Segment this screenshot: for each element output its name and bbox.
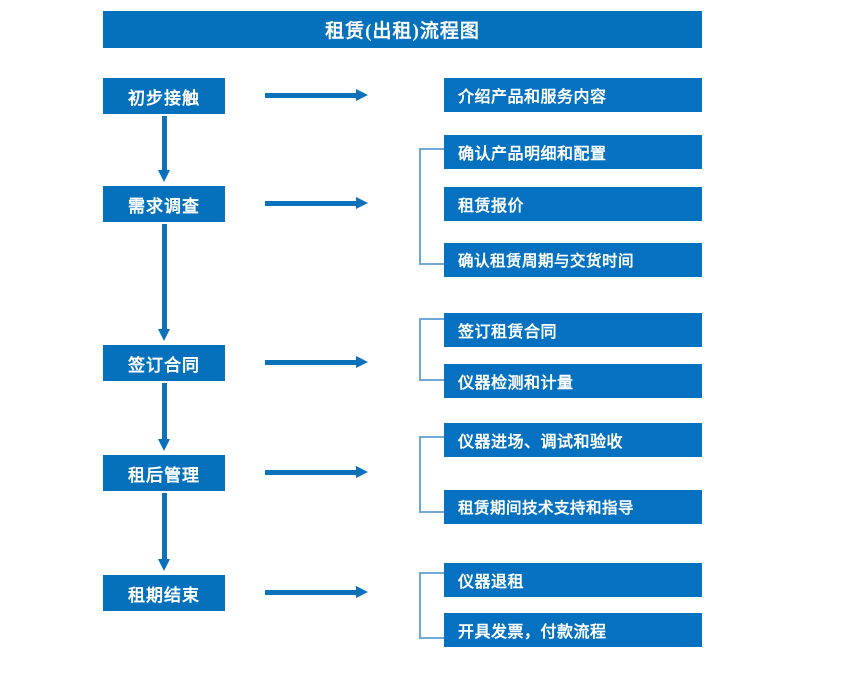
detail-box-instrument-entry-commissioning[interactable]: 仪器进场、调试和验收 [444,423,702,457]
group-bracket-needs-survey [419,148,444,265]
detail-box-invoice-payment[interactable]: 开具发票，付款流程 [444,613,702,647]
stage-box-needs-survey[interactable]: 需求调查 [103,186,225,222]
stage-box-initial-contact[interactable]: 初步接触 [103,78,225,114]
arrow-head-down-icon [158,559,170,571]
detail-box-confirm-product-details[interactable]: 确认产品明细和配置 [444,135,702,169]
arrow-shaft [265,360,357,365]
group-bracket-sign-contract [419,318,444,381]
arrow-head-down-icon [158,329,170,341]
group-bracket-lease-end [419,572,444,639]
arrow-head-right-icon [356,356,368,368]
stage-box-sign-contract[interactable]: 签订合同 [103,345,225,381]
flow-arrow-down-3 [158,383,171,451]
branch-arrow-right-2 [265,197,368,209]
detail-box-confirm-lease-period-delivery[interactable]: 确认租赁周期与交货时间 [444,243,702,277]
arrow-shaft [162,383,167,439]
detail-box-lease-quotation[interactable]: 租赁报价 [444,187,702,221]
flow-arrow-down-1 [158,116,171,182]
branch-arrow-right-4 [265,466,368,478]
arrow-head-right-icon [356,466,368,478]
branch-arrow-right-3 [265,356,368,368]
detail-box-instrument-return[interactable]: 仪器退租 [444,563,702,597]
detail-box-technical-support[interactable]: 租赁期间技术支持和指导 [444,490,702,524]
arrow-shaft [162,116,167,170]
arrow-head-right-icon [356,89,368,101]
arrow-shaft [265,201,357,206]
arrow-head-right-icon [356,197,368,209]
stage-box-lease-end[interactable]: 租期结束 [103,575,225,611]
arrow-shaft [162,224,167,329]
detail-box-sign-lease-contract[interactable]: 签订租赁合同 [444,313,702,347]
branch-arrow-right-1 [265,89,368,101]
stage-box-post-lease-management[interactable]: 租后管理 [103,455,225,491]
flow-arrow-down-2 [158,224,171,341]
arrow-head-down-icon [158,439,170,451]
arrow-shaft [265,470,357,475]
flow-arrow-down-4 [158,493,171,571]
page-title: 租赁(出租)流程图 [103,11,702,48]
arrow-shaft [265,590,357,595]
arrow-head-down-icon [158,170,170,182]
group-bracket-post-lease [419,436,444,513]
detail-box-instrument-inspection[interactable]: 仪器检测和计量 [444,364,702,398]
detail-box-introduce-products[interactable]: 介绍产品和服务内容 [444,78,702,112]
arrow-shaft [265,93,357,98]
branch-arrow-right-5 [265,586,368,598]
arrow-head-right-icon [356,586,368,598]
arrow-shaft [162,493,167,559]
